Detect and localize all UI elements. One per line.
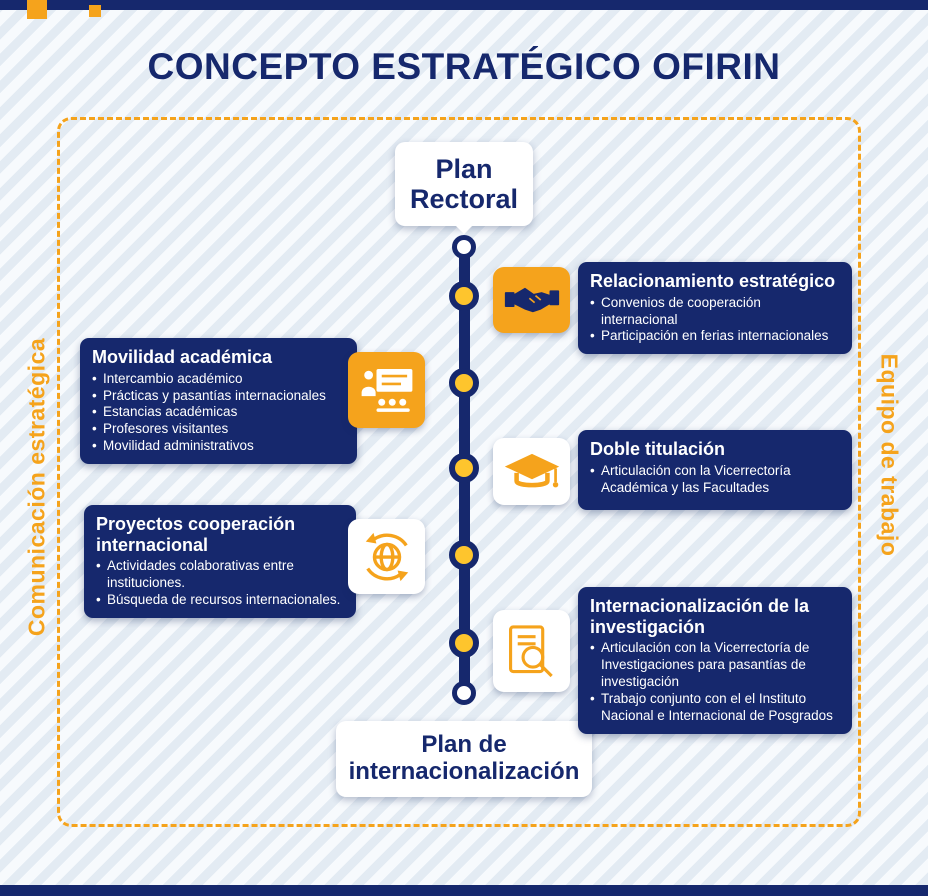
card-title: Proyectos cooperación internacional bbox=[96, 514, 296, 555]
timeline-start-node: Plan Rectoral bbox=[395, 142, 533, 226]
timeline-node bbox=[449, 368, 479, 398]
timeline-node bbox=[449, 281, 479, 311]
card-bullets: Intercambio académicoPrácticas y pasantí… bbox=[92, 371, 345, 455]
icon-tile-relacionamiento bbox=[493, 267, 570, 333]
icon-tile-proyectos bbox=[348, 519, 425, 594]
bullet-item: Participación en ferias internacionales bbox=[590, 328, 840, 345]
card-title: Movilidad académica bbox=[92, 347, 273, 367]
icon-tile-doble-titulacion bbox=[493, 438, 570, 505]
card-bullets: Articulación con la Vicerrectoría de Inv… bbox=[590, 640, 840, 724]
handshake-icon bbox=[504, 287, 559, 313]
bullet-item: Movilidad administrativos bbox=[92, 438, 345, 455]
card-movilidad-academica: Movilidad académica Intercambio académic… bbox=[80, 338, 357, 465]
card-title: Doble titulación bbox=[590, 439, 725, 459]
bullet-item: Intercambio académico bbox=[92, 371, 345, 388]
icon-tile-investigacion bbox=[493, 610, 570, 692]
bullet-item: Articulación con la Vicerrectoría de Inv… bbox=[590, 640, 840, 691]
timeline-finish-node: Plan de internacionalización bbox=[336, 721, 592, 797]
decorative-square bbox=[27, 0, 47, 19]
bullet-item: Actividades colaborativas entre instituc… bbox=[96, 558, 344, 592]
card-title: Internacionalización de la investigación bbox=[590, 596, 810, 637]
timeline-node bbox=[449, 453, 479, 483]
top-accent-bar bbox=[0, 0, 928, 10]
bullet-item: Trabajo conjunto con el el Instituto Nac… bbox=[590, 691, 840, 725]
card-bullets: Convenios de cooperación internacionalPa… bbox=[590, 295, 840, 346]
timeline-node bbox=[449, 540, 479, 570]
bullet-item: Estancias académicas bbox=[92, 404, 345, 421]
research-magnifier-icon bbox=[508, 625, 553, 678]
side-label-comunicacion: Comunicación estratégica bbox=[23, 337, 50, 637]
bullet-item: Búsqueda de recursos internacionales. bbox=[96, 592, 344, 609]
bullet-item: Articulación con la Vicerrectoría Académ… bbox=[590, 463, 840, 497]
graduation-cap-icon bbox=[504, 453, 559, 487]
timeline-end-ring bbox=[452, 235, 476, 259]
bullet-item: Prácticas y pasantías internacionales bbox=[92, 388, 345, 405]
card-bullets: Actividades colaborativas entre instituc… bbox=[96, 558, 344, 609]
icon-tile-movilidad bbox=[348, 352, 425, 428]
card-title: Relacionamiento estratégico bbox=[590, 271, 836, 291]
bottom-accent-bar bbox=[0, 885, 928, 896]
card-internacionalizacion-investigacion: Internacionalización de la investigación… bbox=[578, 587, 852, 734]
timeline-end-ring bbox=[452, 681, 476, 705]
decorative-square bbox=[89, 5, 101, 17]
card-proyectos-cooperacion: Proyectos cooperación internacional Acti… bbox=[84, 505, 356, 618]
side-label-equipo: Equipo de trabajo bbox=[876, 353, 903, 557]
page-title: CONCEPTO ESTRATÉGICO OFIRIN bbox=[147, 46, 781, 87]
card-doble-titulacion: Doble titulación Articulación con la Vic… bbox=[578, 430, 852, 510]
bullet-item: Convenios de cooperación internacional bbox=[590, 295, 840, 329]
teacher-presentation-icon bbox=[361, 369, 412, 412]
card-relacionamiento-estrategico: Relacionamiento estratégico Convenios de… bbox=[578, 262, 852, 355]
bullet-item: Profesores visitantes bbox=[92, 421, 345, 438]
dashed-frame bbox=[57, 117, 861, 827]
timeline-node bbox=[449, 628, 479, 658]
globe-sync-icon bbox=[365, 532, 408, 581]
card-bullets: Articulación con la Vicerrectoría Académ… bbox=[590, 463, 840, 497]
